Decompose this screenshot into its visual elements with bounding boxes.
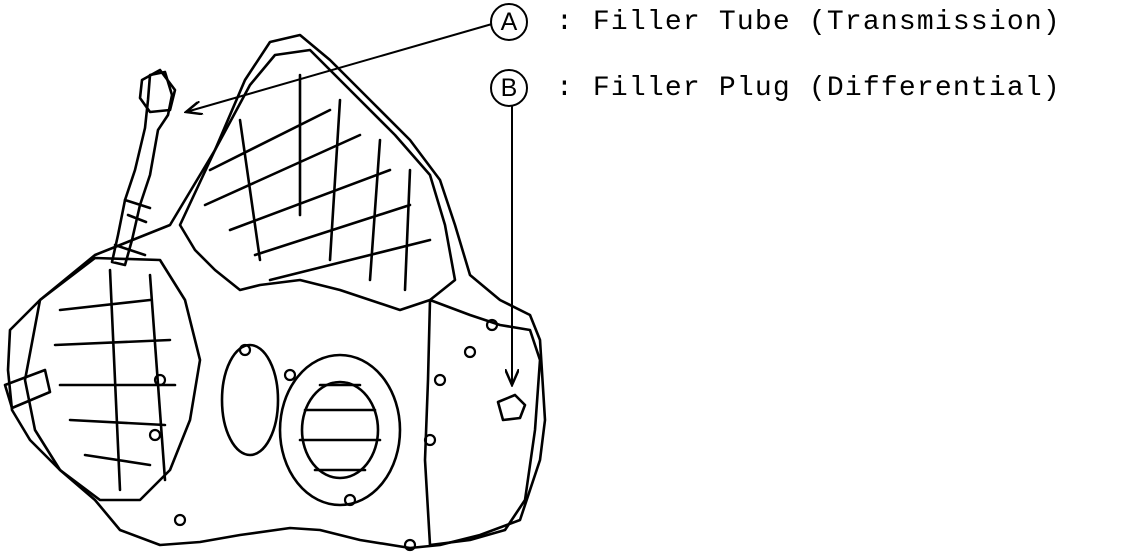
callout-badge-a: A [490, 3, 528, 41]
housing-ribs [203, 73, 432, 292]
legend-separator: : [556, 72, 573, 104]
bolt [403, 538, 417, 552]
bolt [238, 343, 252, 357]
output-shaft [3, 368, 52, 410]
bell-housing [178, 48, 457, 312]
bolt [463, 345, 477, 359]
legend-label-b: Filler Plug (Differential) [592, 72, 1061, 104]
drive-flange [220, 343, 280, 457]
filler-tube-cap [138, 68, 177, 114]
bolt [433, 373, 447, 387]
bolt [423, 433, 437, 447]
bolt [173, 513, 187, 527]
differential-ribs [298, 383, 382, 472]
housing-outline [6, 33, 547, 550]
differential-housing [278, 353, 402, 507]
left-case [23, 256, 202, 502]
bolt [283, 368, 297, 382]
legend-item-a: A : Filler Tube (Transmission) [490, 0, 1061, 44]
filler-tube-clamp [113, 198, 152, 257]
legend-separator: : [556, 6, 573, 38]
differential-inner [300, 380, 380, 480]
bolt [343, 493, 357, 507]
callout-badge-b: B [490, 69, 528, 107]
left-case-ribs [53, 268, 177, 492]
legend-label-a: Filler Tube (Transmission) [592, 6, 1061, 38]
bolt [485, 318, 499, 332]
leader-arrow-a [186, 23, 493, 112]
bolt [148, 428, 162, 442]
filler-plug [496, 393, 527, 422]
case-flange [423, 298, 542, 547]
bolt [153, 373, 167, 387]
legend-item-b: B : Filler Plug (Differential) [490, 66, 1061, 110]
